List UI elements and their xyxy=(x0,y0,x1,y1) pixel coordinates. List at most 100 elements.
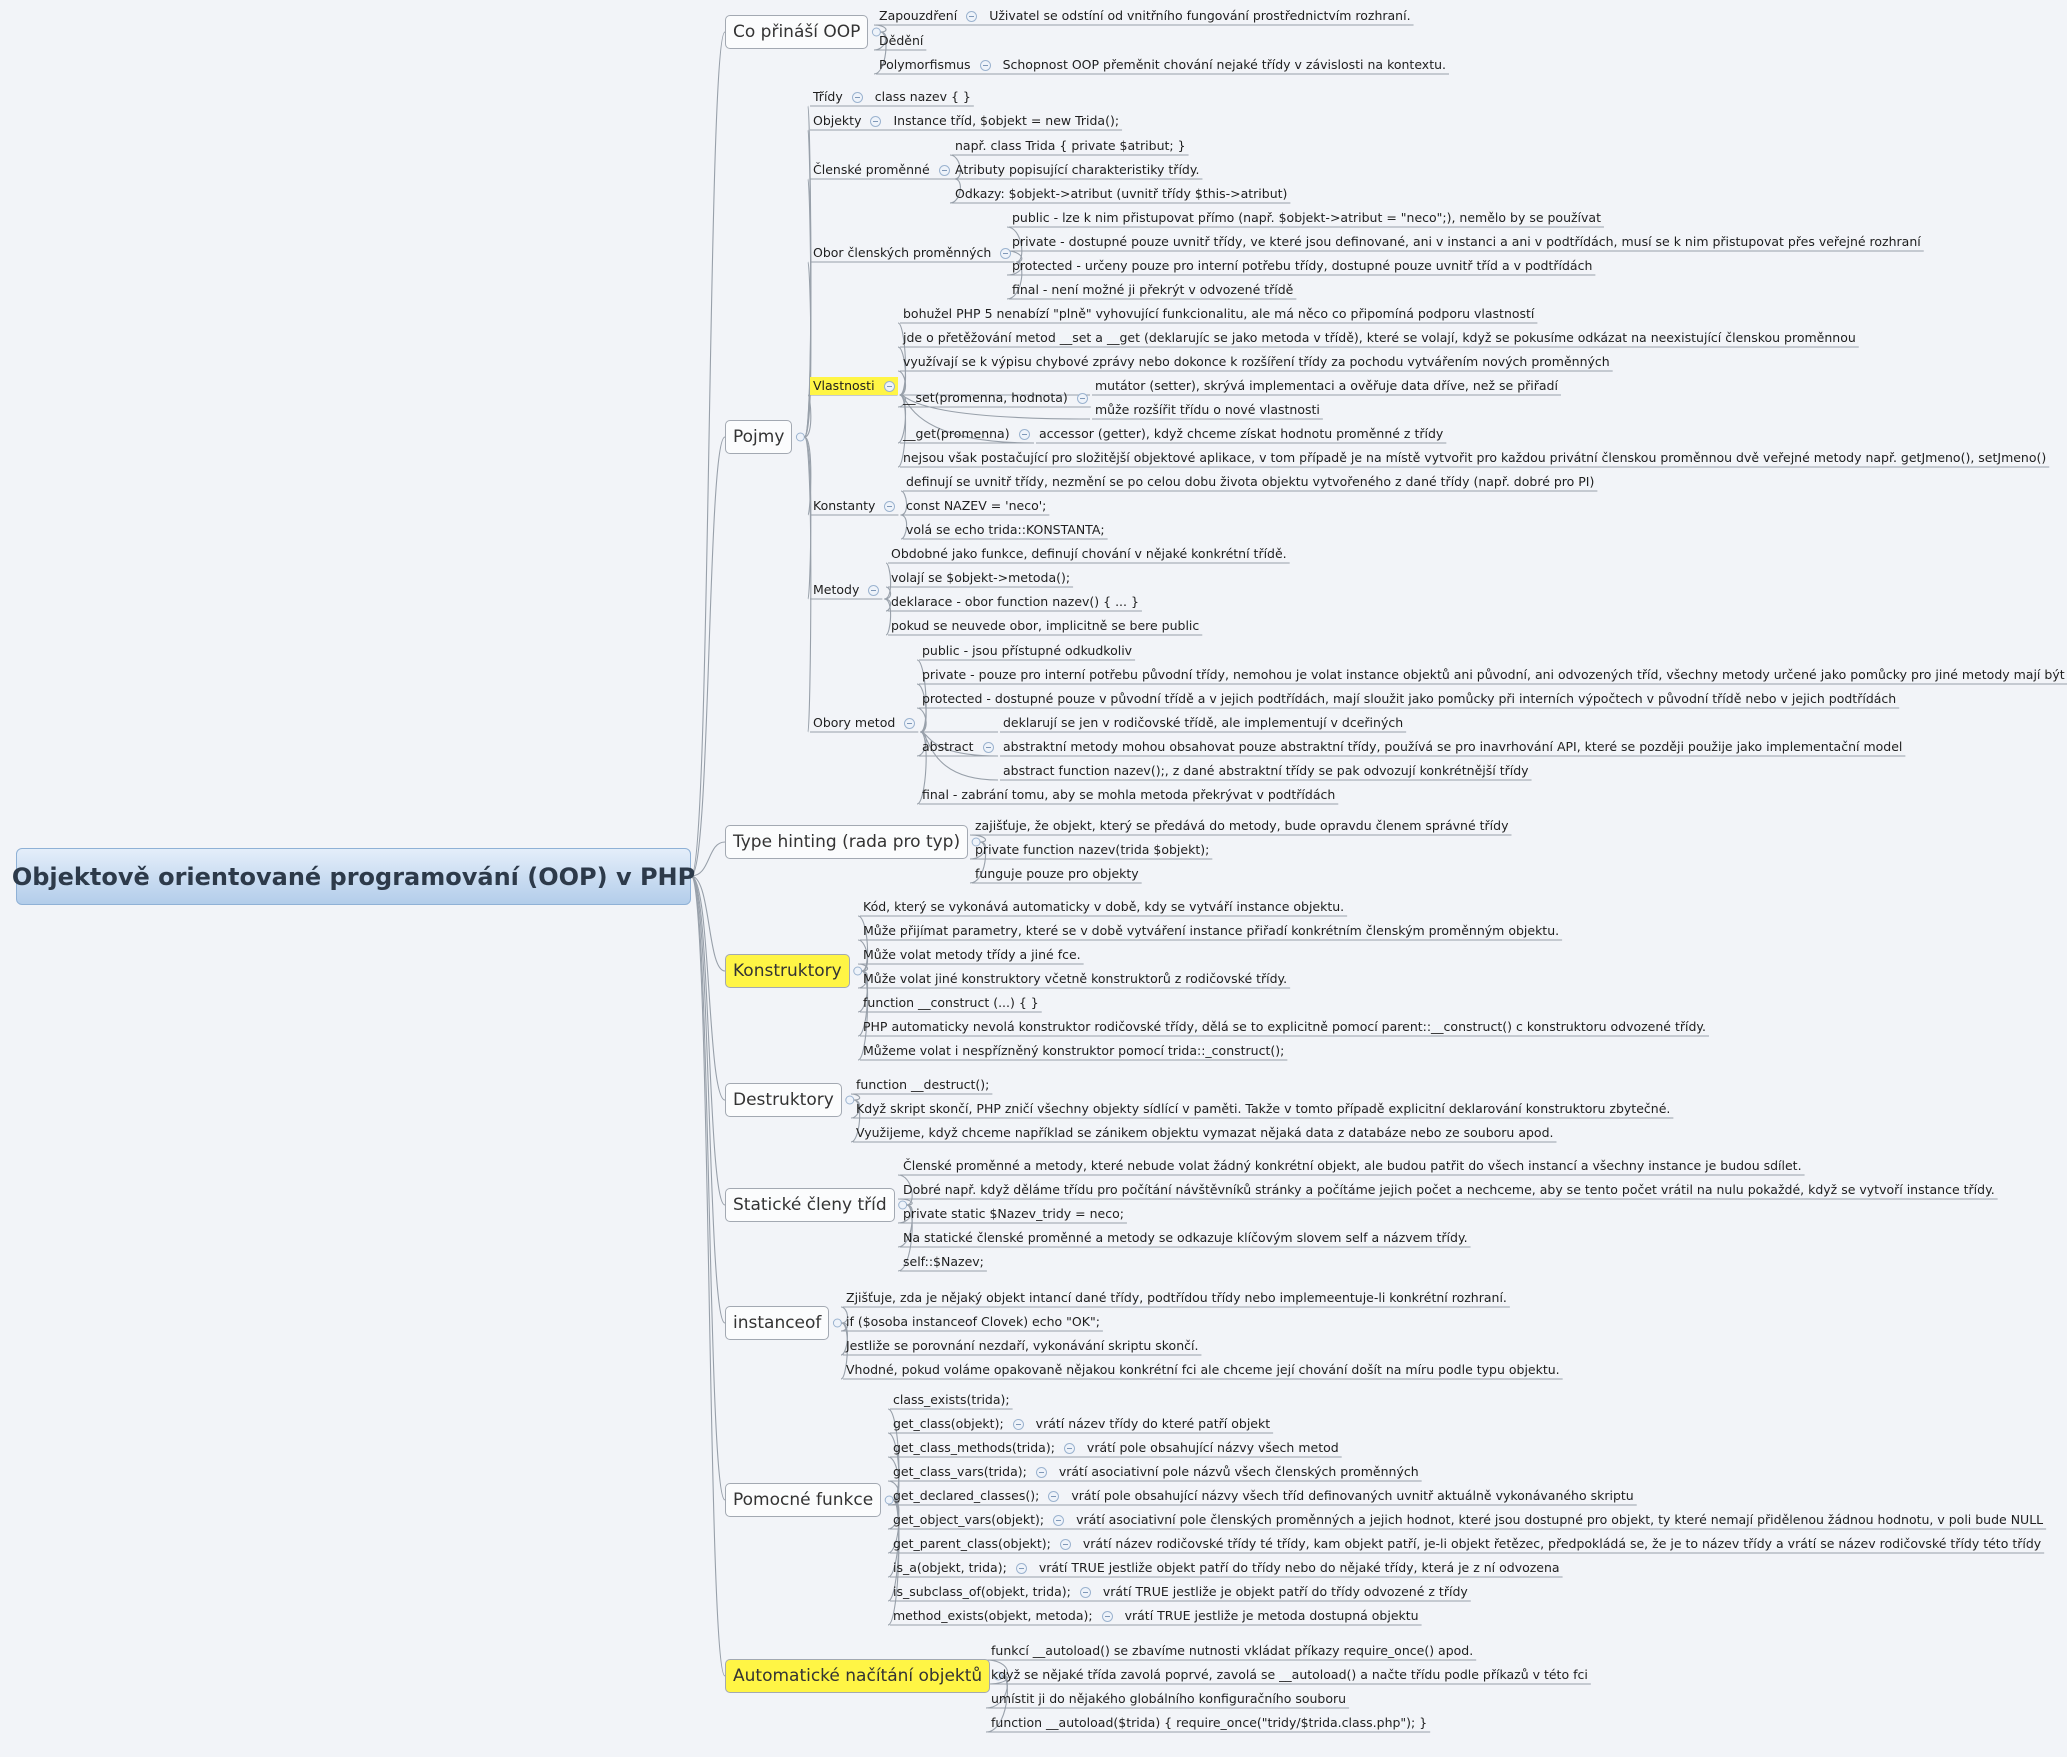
subtopic-item[interactable]: private - pouze pro interní potřebu půvo… xyxy=(919,666,2067,684)
topic-item[interactable]: Může volat jiné konstruktory včetně kons… xyxy=(860,970,1290,988)
collapse-icon[interactable] xyxy=(1012,1418,1024,1430)
topic-item[interactable]: get_class_methods(trida); xyxy=(890,1439,1078,1457)
subtopic-item[interactable]: public - lze k nim přistupovat přímo (na… xyxy=(1009,209,1604,227)
subtopic-item[interactable]: abstract function nazev();, z dané abstr… xyxy=(1000,762,1532,780)
topic-item[interactable]: Třídy xyxy=(810,88,866,106)
topic-item[interactable]: function __construct (...) { } xyxy=(860,994,1042,1012)
topic-item[interactable]: Metody xyxy=(810,581,882,599)
collapse-icon[interactable] xyxy=(884,500,896,512)
topic-item[interactable]: get_class_vars(trida); xyxy=(890,1463,1050,1481)
collapse-icon[interactable] xyxy=(795,432,805,442)
collapse-icon[interactable] xyxy=(1076,392,1088,404)
topic-item[interactable]: get_class(objekt); xyxy=(890,1415,1027,1433)
collapse-icon[interactable] xyxy=(868,584,880,596)
topic-item[interactable]: get_declared_classes(); xyxy=(890,1487,1062,1505)
collapse-icon[interactable] xyxy=(1063,1442,1075,1454)
topic-item[interactable]: private static $Nazev_tridy = neco; xyxy=(900,1205,1127,1223)
collapse-icon[interactable] xyxy=(982,741,994,753)
topic-item[interactable]: function __autoload($trida) { require_on… xyxy=(988,1714,1430,1732)
subtopic-item[interactable]: Obdobné jako funkce, definují chování v … xyxy=(888,545,1290,563)
collapse-icon[interactable] xyxy=(1053,1514,1065,1526)
topic-item[interactable]: když se nějaké třída zavolá poprvé, zavo… xyxy=(988,1666,1591,1684)
subtopic-item[interactable]: volá se echo trida::KONSTANTA; xyxy=(903,521,1108,539)
subtopic-item[interactable]: deklarují se jen v rodičovské třídě, ale… xyxy=(1000,714,1406,732)
topic-item[interactable]: Na statické členské proměnné a metody se… xyxy=(900,1229,1471,1247)
collapse-icon[interactable] xyxy=(883,380,895,392)
branch-8[interactable]: Automatické načítání objektů xyxy=(725,1659,991,1693)
topic-item[interactable]: class_exists(trida); xyxy=(890,1391,1013,1409)
subtopic-item[interactable]: deklarace - obor function nazev() { ... … xyxy=(888,593,1142,611)
subtopic-item[interactable]: využívají se k výpisu chybové zprávy neb… xyxy=(900,353,1613,371)
topic-item[interactable]: umístit ji do nějakého globálního konfig… xyxy=(988,1690,1349,1708)
topic-item[interactable]: zajišťuje, že objekt, který se předává d… xyxy=(972,817,1512,835)
topic-item[interactable]: Dědění xyxy=(876,32,926,50)
subtopic-item[interactable]: __get(promenna) xyxy=(900,425,1033,443)
branch-5[interactable]: Statické členy tříd xyxy=(725,1188,895,1222)
topic-item[interactable]: Objekty xyxy=(810,112,884,130)
topic-item[interactable]: Dobré např. když děláme třídu pro počítá… xyxy=(900,1181,1998,1199)
collapse-icon[interactable] xyxy=(904,717,916,729)
topic-item[interactable]: Zjišťuje, zda je nějaký objekt intancí d… xyxy=(843,1289,1510,1307)
collapse-icon[interactable] xyxy=(938,164,950,176)
topic-item[interactable]: get_parent_class(objekt); xyxy=(890,1535,1074,1553)
subtopic-item[interactable]: const NAZEV = 'neco'; xyxy=(903,497,1049,515)
topic-item[interactable]: Polymorfismus xyxy=(876,56,994,74)
subtopic-item[interactable]: __set(promenna, hodnota) xyxy=(900,389,1091,407)
topic-item[interactable]: funkcí __autoload() se zbavíme nutnosti … xyxy=(988,1642,1476,1660)
topic-item[interactable]: Může přijímat parametry, které se v době… xyxy=(860,922,1562,940)
subtopic-item[interactable]: Odkazy: $objekt->atribut (uvnitř třídy $… xyxy=(952,185,1290,203)
subtopic-item[interactable]: abstract xyxy=(919,738,997,756)
subtopic-item[interactable]: final - není možné ji překrýt v odvozené… xyxy=(1009,281,1296,299)
branch-3[interactable]: Konstruktory xyxy=(725,954,850,988)
subtopic-item[interactable]: public - jsou přístupné odkudkoliv xyxy=(919,642,1135,660)
subtopic-item[interactable]: nejsou však postačující pro složitější o… xyxy=(900,449,2049,467)
collapse-icon[interactable] xyxy=(832,1318,842,1328)
topic-item[interactable]: Když skript skončí, PHP zničí všechny ob… xyxy=(853,1100,1673,1118)
collapse-icon[interactable] xyxy=(1059,1538,1071,1550)
collapse-icon[interactable] xyxy=(966,10,978,22)
branch-2[interactable]: Type hinting (rada pro typ) xyxy=(725,825,969,859)
topic-item[interactable]: Využijeme, když chceme například se záni… xyxy=(853,1124,1556,1142)
subtopic-item[interactable]: accessor (getter), když chceme získat ho… xyxy=(1036,425,1446,443)
topic-item[interactable]: is_a(objekt, trida); xyxy=(890,1559,1030,1577)
collapse-icon[interactable] xyxy=(870,115,882,127)
topic-item[interactable]: Vhodné, pokud voláme opakovaně nějakou k… xyxy=(843,1361,1563,1379)
branch-0[interactable]: Co přináší OOP xyxy=(725,15,869,49)
topic-item[interactable]: if ($osoba instanceof Clovek) echo "OK"; xyxy=(843,1313,1103,1331)
topic-item[interactable]: Zapouzdření xyxy=(876,7,980,25)
collapse-icon[interactable] xyxy=(1101,1610,1113,1622)
subtopic-item[interactable]: jde o přetěžování metod __set a __get (d… xyxy=(900,329,1859,347)
topic-item[interactable]: Kód, který se vykonává automaticky v dob… xyxy=(860,898,1347,916)
topic-item[interactable]: PHP automaticky nevolá konstruktor rodič… xyxy=(860,1018,1709,1036)
topic-item[interactable]: Členské proměnné xyxy=(810,161,953,179)
subtopic-item[interactable]: final - zabrání tomu, aby se mohla metod… xyxy=(919,786,1338,804)
topic-item[interactable]: method_exists(objekt, metoda); xyxy=(890,1607,1116,1625)
topic-item[interactable]: funguje pouze pro objekty xyxy=(972,865,1142,883)
root-topic[interactable]: Objektově orientované programování (OOP)… xyxy=(12,848,695,905)
subtopic-item[interactable]: např. class Trida { private $atribut; } xyxy=(952,137,1189,155)
subtopic-item[interactable]: může rozšířit třídu o nové vlastnosti xyxy=(1092,401,1323,419)
collapse-icon[interactable] xyxy=(1018,428,1030,440)
topic-item[interactable]: Obor členských proměnných xyxy=(810,244,1014,262)
topic-item[interactable]: function __destruct(); xyxy=(853,1076,992,1094)
subtopic-item[interactable]: protected - určeny pouze pro interní pot… xyxy=(1009,257,1595,275)
collapse-icon[interactable] xyxy=(1035,1466,1047,1478)
subtopic-item[interactable]: Atributy popisující charakteristiky tříd… xyxy=(952,161,1202,179)
subtopic-item[interactable]: volají se $objekt->metoda(); xyxy=(888,569,1073,587)
topic-item[interactable]: Vlastnosti xyxy=(810,377,898,395)
subtopic-item[interactable]: bohužel PHP 5 nenabízí "plně" vyhovující… xyxy=(900,305,1537,323)
collapse-icon[interactable] xyxy=(979,59,991,71)
subtopic-item[interactable]: pokud se neuvede obor, implicitně se ber… xyxy=(888,617,1202,635)
topic-item[interactable]: Můžeme volat i nespřízněný konstruktor p… xyxy=(860,1042,1287,1060)
collapse-icon[interactable] xyxy=(1000,247,1012,259)
topic-item[interactable]: Konstanty xyxy=(810,497,898,515)
subtopic-item[interactable]: definují se uvnitř třídy, nezmění se po … xyxy=(903,473,1597,491)
topic-item[interactable]: private function nazev(trida $objekt); xyxy=(972,841,1212,859)
topic-item[interactable]: get_object_vars(objekt); xyxy=(890,1511,1067,1529)
branch-4[interactable]: Destruktory xyxy=(725,1083,842,1117)
topic-item[interactable]: Členské proměnné a metody, které nebude … xyxy=(900,1157,1805,1175)
collapse-icon[interactable] xyxy=(1015,1562,1027,1574)
collapse-icon[interactable] xyxy=(1079,1586,1091,1598)
subtopic-item[interactable]: abstraktní metody mohou obsahovat pouze … xyxy=(1000,738,1905,756)
subtopic-item[interactable]: mutátor (setter), skrývá implementaci a … xyxy=(1092,377,1561,395)
